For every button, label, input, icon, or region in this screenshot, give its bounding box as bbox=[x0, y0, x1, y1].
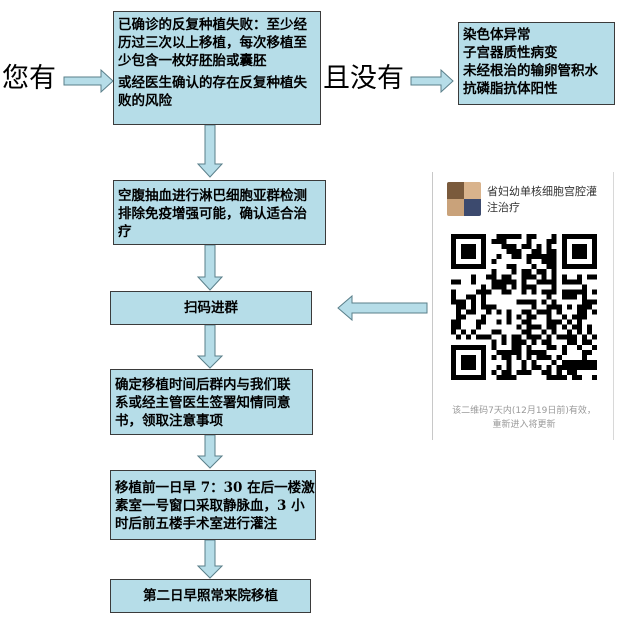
step-next-day: 第二日早照常来院移植 bbox=[110, 579, 311, 613]
exclusion-item: 子宫器质性病变 bbox=[463, 44, 610, 62]
group-avatar bbox=[447, 182, 481, 216]
arrow-down-1 bbox=[198, 125, 222, 177]
qr-validity-note: 该二维码7天内(12月19日前)有效， 重新进入将更新 bbox=[433, 404, 615, 432]
step-scan-join: 扫码进群 bbox=[110, 291, 312, 325]
condition-line: 已确诊的反复种植失败：至少经 bbox=[118, 16, 316, 34]
qr-note-line: 该二维码7天内(12月19日前)有效， bbox=[433, 404, 615, 418]
exclusion-box: 染色体异常 子宫器质性病变 未经根治的输卵管积水 抗磷脂抗体阳性 bbox=[458, 22, 615, 105]
step-line: 第二日早照常来院移植 bbox=[143, 587, 278, 605]
group-name-line: 注治疗 bbox=[487, 200, 609, 216]
condition-line: 少包含一枚好胚胎或囊胚 bbox=[118, 52, 316, 70]
group-name: 省妇幼单核细胞宫腔灌 注治疗 bbox=[487, 184, 609, 216]
qr-code-image[interactable] bbox=[451, 234, 597, 380]
arrow-right-1 bbox=[64, 70, 113, 92]
step-line: 时后前五楼手术室进行灌注 bbox=[115, 515, 311, 533]
condition-line: 败的风险 bbox=[118, 92, 316, 110]
exclusion-item: 抗磷脂抗体阳性 bbox=[463, 80, 610, 98]
avatar-tile bbox=[464, 182, 481, 199]
step-blood-test: 空腹抽血进行淋巴细胞亚群检测 排除免疫增强可能，确认适合治 疗 bbox=[113, 180, 326, 245]
step-line: 排除免疫增强可能，确认适合治 bbox=[118, 205, 321, 223]
condition-box: 已确诊的反复种植失败：至少经 历过三次以上移植，每次移植至 少包含一枚好胚胎或囊… bbox=[113, 11, 321, 125]
qr-card: 省妇幼单核细胞宫腔灌 注治疗 该二维码7天内(12月19日前)有效， 重新进入将… bbox=[432, 172, 614, 440]
exclusion-item: 染色体异常 bbox=[463, 26, 610, 44]
qr-note-line: 重新进入将更新 bbox=[433, 418, 615, 432]
arrow-down-5 bbox=[198, 540, 222, 578]
group-name-line: 省妇幼单核细胞宫腔灌 bbox=[487, 184, 609, 200]
avatar-tile bbox=[464, 199, 481, 216]
step-line: 空腹抽血进行淋巴细胞亚群检测 bbox=[118, 187, 321, 205]
condition-line: 历过三次以上移植，每次移植至 bbox=[118, 34, 316, 52]
condition-line: 或经医生确认的存在反复种植失 bbox=[118, 74, 316, 92]
step-line: 疗 bbox=[118, 223, 321, 241]
arrow-right-2 bbox=[411, 70, 453, 92]
arrow-down-3 bbox=[198, 325, 222, 368]
step-line: 确定移植时间后群内与我们联 bbox=[115, 376, 308, 394]
avatar-tile bbox=[447, 182, 464, 199]
avatar-tile bbox=[447, 199, 464, 216]
left-label: 您有 bbox=[2, 64, 56, 94]
arrow-left-qr bbox=[338, 296, 427, 320]
arrow-down-2 bbox=[198, 245, 222, 290]
step-confirm-transfer: 确定移植时间后群内与我们联 系或经主管医生签署知情同意 书，领取注意事项 bbox=[110, 369, 313, 435]
exclusion-item: 未经根治的输卵管积水 bbox=[463, 62, 610, 80]
middle-label: 且没有 bbox=[323, 64, 404, 94]
step-line: 系或经主管医生签署知情同意 bbox=[115, 394, 308, 412]
step-line: 扫码进群 bbox=[184, 299, 238, 317]
arrow-down-4 bbox=[198, 435, 222, 468]
step-line: 书，领取注意事项 bbox=[115, 412, 308, 430]
step-infusion: 移植前一日早 7：30 在后一楼激 素室一号窗口采取静脉血，3 小 时后前五楼手… bbox=[110, 470, 316, 540]
step-line: 移植前一日早 7：30 在后一楼激 bbox=[115, 479, 311, 497]
step-line: 素室一号窗口采取静脉血，3 小 bbox=[115, 497, 311, 515]
